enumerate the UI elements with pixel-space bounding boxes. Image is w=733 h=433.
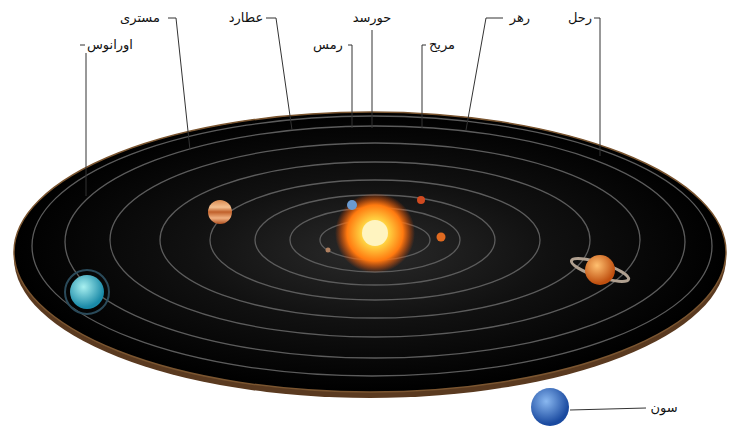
planet-label: رحل: [566, 10, 594, 26]
planet-label: رمس: [311, 37, 345, 53]
planet-label: اورانوس: [85, 37, 135, 53]
planet-label: سون: [648, 400, 679, 416]
planet-label: عطارد: [227, 10, 265, 26]
planet-label: رهر: [508, 10, 532, 26]
planet-label: حورسد: [351, 10, 394, 26]
planet-label: مسترى: [118, 10, 162, 26]
planet-label: مریح: [427, 37, 457, 53]
